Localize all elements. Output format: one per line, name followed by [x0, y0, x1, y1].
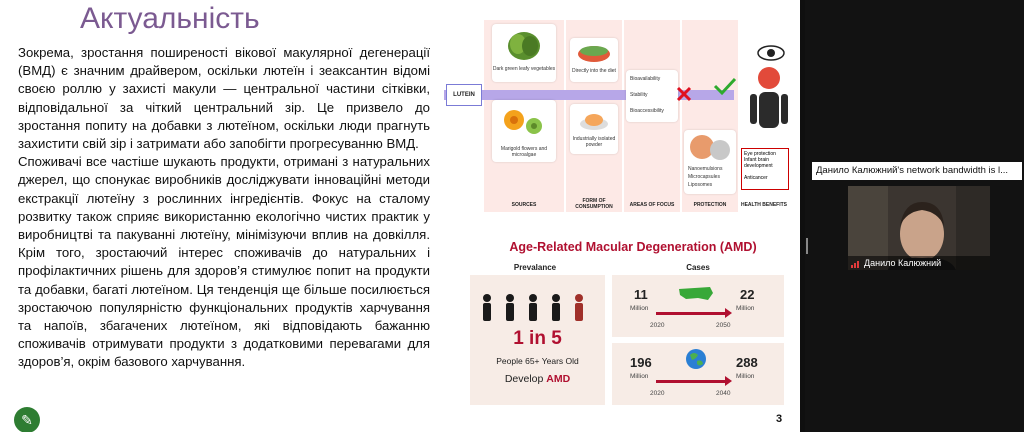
salad-bowl-icon — [578, 46, 610, 62]
green-check-icon — [713, 77, 737, 96]
source-card-marigold: Marigold flowers and microalgae — [492, 100, 556, 162]
panel-resize-handle[interactable] — [806, 238, 808, 254]
signal-strength-icon — [851, 261, 859, 268]
world-cases-panel: 196 Million 288 Million 2020 2040 — [612, 343, 784, 405]
us-cases-panel: 11 Million 22 Million 2020 2050 — [612, 275, 784, 337]
participant-name-tag: Данило Калюжний — [848, 256, 990, 270]
pen-icon: ✎ — [21, 411, 33, 428]
us-growth-arrow — [656, 308, 732, 318]
focus-card: Bioavailability Stability Bioaccessibili… — [626, 70, 678, 122]
prevalence-panel — [470, 275, 605, 405]
people-row-icon — [483, 294, 583, 321]
powder-dish-icon — [580, 114, 608, 130]
slide-number: 3 — [776, 413, 783, 425]
protection-card: Nanoemulsions Microcapsules Liposomes — [684, 130, 736, 194]
form-card-diet: Directly into the diet — [570, 38, 618, 82]
paragraph-1: Зокрема, зростання поширеності вікової м… — [18, 45, 430, 152]
header-form: FORM OF CONSUMPTION — [575, 198, 613, 210]
paragraph-2: Споживачі все частіше шукають продукти, … — [18, 154, 430, 370]
globe-icon — [686, 349, 706, 369]
source-card-leafy: Dark green leafy vegetables — [492, 24, 556, 82]
lutein-infographic: LUTEIN Dark green leafy vegetables Marig… — [444, 20, 794, 218]
header-benefits: HEALTH BENEFITS — [740, 202, 788, 208]
person-silhouette-icon — [750, 67, 788, 128]
amd-title: Age-Related Macular Degeneration (AMD) — [509, 240, 757, 254]
lutein-flow-bar — [444, 90, 734, 100]
usa-map-icon — [679, 287, 713, 300]
slide-title: Актуальність — [80, 2, 260, 35]
world-growth-arrow — [656, 376, 732, 386]
marigold-flower-icon — [504, 110, 542, 134]
annotation-pen-button[interactable]: ✎ — [14, 407, 40, 432]
leafy-vegetables-icon — [508, 32, 540, 60]
develop-amd-text: Develop AMD — [504, 373, 571, 385]
header-sources: SOURCES — [511, 202, 537, 208]
lutein-label: LUTEIN — [446, 84, 482, 106]
header-focus: AREAS OF FOCUS — [629, 202, 675, 208]
slide-body-text: Зокрема, зростання поширеності вікової м… — [18, 44, 430, 372]
health-benefits-box: Eye protection Infant brain development … — [741, 148, 789, 190]
red-x-icon — [676, 86, 692, 102]
header-protection: PROTECTION — [693, 202, 727, 208]
eye-icon — [757, 45, 785, 61]
presentation-slide: Актуальність Зокрема, зростання поширено… — [0, 0, 800, 432]
nanoparticle-icon — [690, 135, 730, 160]
one-in-five-stat: 1 in 5 — [513, 328, 562, 349]
prevalence-text: People 65+ Years Old — [496, 356, 579, 366]
prevalance-label: Prevalance — [513, 263, 557, 272]
network-bandwidth-banner: Данило Калюжний's network bandwidth is l… — [812, 162, 1022, 180]
form-card-powder: Industrially isolated powder — [570, 104, 618, 154]
cases-label: Cases — [686, 263, 710, 272]
